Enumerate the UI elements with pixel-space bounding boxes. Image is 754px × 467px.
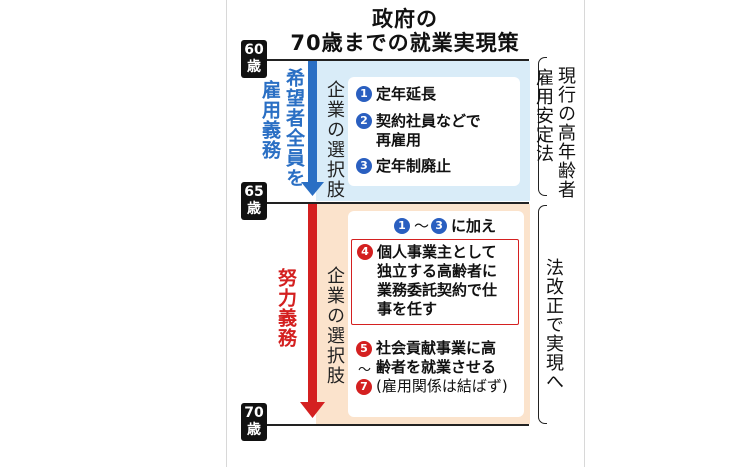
stage1-bracket [538,57,547,196]
stage2-bracket [538,205,547,424]
stage2-side-label: 法改正で実現へ [543,258,564,391]
age-line-60 [266,59,529,61]
option-number-badge: 3 [431,218,448,234]
red-arrow-shaft [308,204,317,404]
stage2-option-5-7-line2: 齢者を就業させる [376,358,497,376]
age-unit: 歳 [247,59,261,75]
option-text: 定年延長 [376,85,437,103]
option-number-badge: 3 [356,158,372,174]
stage2-choice-label: 企業の選択肢 [324,266,345,386]
red-arrow-head [300,402,325,418]
intro-text: に加え [451,217,497,235]
age-line-70 [266,424,529,426]
option-number-badge: 4 [357,244,373,260]
age-number: 70 [244,405,264,421]
blue-arrow-head [301,182,324,196]
title-line-2: 70歳までの就業実現策 [290,31,520,55]
stage2-option-5-7-line1: 社会貢献事業に高 [376,339,497,357]
blue-arrow-shaft [308,61,317,184]
title-line-1: 政府の [372,7,438,31]
stage2-option-4-line4: 事を任す [377,300,438,318]
option-text: 契約社員などで [376,112,481,130]
stage1-option-2-cont: 再雇用 [376,131,422,149]
stage2-axis-label: 努力義務 [275,268,297,348]
stage2-option-5-7: 5 〜 7 社会貢献事業に高 齢者を就業させる (雇用関係は結ばず) [356,339,516,409]
stage1-choice-label: 企業の選択肢 [324,80,345,200]
age-number: 65 [244,184,264,200]
age-unit: 歳 [247,201,261,217]
stage1-side-label-col2: 雇用安定法 [533,68,554,163]
option-number-badge: 7 [356,379,372,395]
option-number-badge: 5 [356,341,372,357]
option-number-badge: 1 [356,86,372,102]
option-number-badge: 2 [356,113,372,129]
age-number: 60 [244,42,264,58]
stage2-option-5-7-line3: (雇用関係は結ばず) [376,377,508,395]
age-tag-70: 70 歳 [241,403,267,441]
stage1-axis-label-col2: 雇用義務 [259,80,281,160]
age-tag-60: 60 歳 [241,40,267,78]
age-unit: 歳 [247,422,261,438]
option-number-badge: 1 [394,218,410,234]
stage1-side-label-col1: 現行の高年齢者 [555,66,576,199]
tilde: 〜 [358,363,372,378]
option-text: 個人事業主として [377,243,497,261]
tilde: 〜 [414,217,430,235]
stage1-axis-label-col1: 希望者全員を [283,68,305,188]
stage2-option-4-line2: 独立する高齢者に [377,262,498,280]
age-line-65 [266,202,529,204]
option-text: 定年制廃止 [376,157,452,175]
age-tag-65: 65 歳 [241,182,267,220]
stage2-option-4-line3: 業務委託契約で仕 [377,281,498,299]
